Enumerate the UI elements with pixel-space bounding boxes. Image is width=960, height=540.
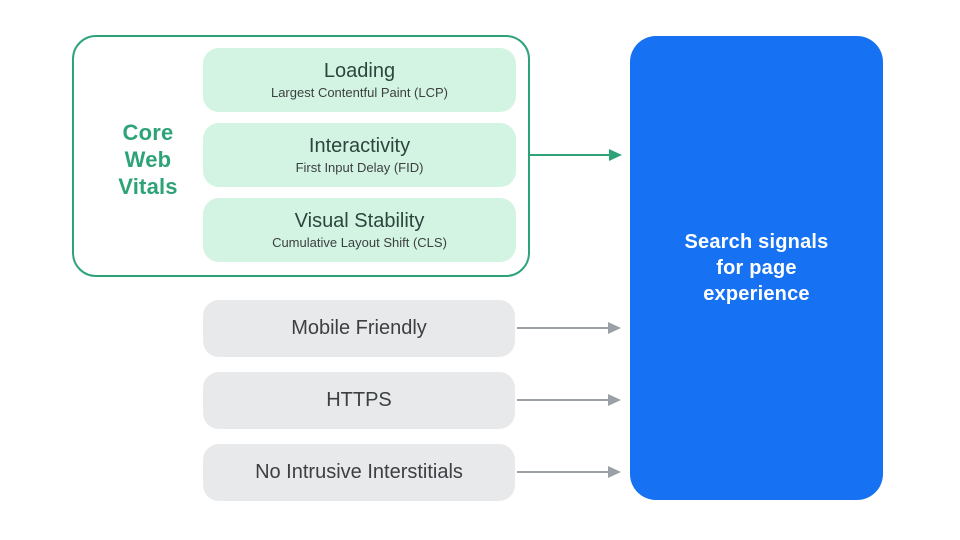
core-web-vitals-label-line: Web (124, 147, 172, 172)
search-signals-text: Search signals for page experience (685, 229, 829, 307)
signal-box-no-intrusive-interstitials: No Intrusive Interstitials (203, 444, 515, 501)
signal-box-https: HTTPS (203, 372, 515, 429)
vital-title: Loading (323, 60, 396, 82)
signal-box-mobile-friendly: Mobile Friendly (203, 300, 515, 357)
vital-title: Interactivity (308, 135, 411, 157)
search-signals-line: experience (703, 283, 810, 305)
arrow-head-icon (608, 322, 621, 334)
arrow-head-icon (608, 466, 621, 478)
arrow-line (517, 471, 609, 473)
core-web-vitals-label: Core Web Vitals (84, 119, 212, 200)
vital-title: Visual Stability (294, 210, 425, 232)
signal-label: HTTPS (326, 389, 392, 411)
arrow-line (517, 327, 609, 329)
vital-subtitle: First Input Delay (FID) (295, 160, 424, 175)
arrow-head-icon (608, 394, 621, 406)
vital-box-visual-stability: Visual Stability Cumulative Layout Shift… (203, 198, 516, 262)
search-signals-box: Search signals for page experience (630, 36, 883, 500)
vital-box-loading: Loading Largest Contentful Paint (LCP) (203, 48, 516, 112)
core-web-vitals-label-line: Vitals (118, 174, 178, 199)
search-signals-line: Search signals (684, 231, 829, 253)
vital-subtitle: Cumulative Layout Shift (CLS) (272, 235, 447, 250)
vital-subtitle: Largest Contentful Paint (LCP) (270, 85, 449, 100)
arrow-line (517, 399, 609, 401)
signal-label: No Intrusive Interstitials (255, 461, 463, 483)
signal-label: Mobile Friendly (291, 317, 427, 339)
vital-box-interactivity: Interactivity First Input Delay (FID) (203, 123, 516, 187)
arrow-line (530, 154, 610, 156)
core-web-vitals-label-line: Core (122, 120, 174, 145)
arrow-head-icon (609, 149, 622, 161)
search-signals-line: for page (716, 257, 797, 279)
